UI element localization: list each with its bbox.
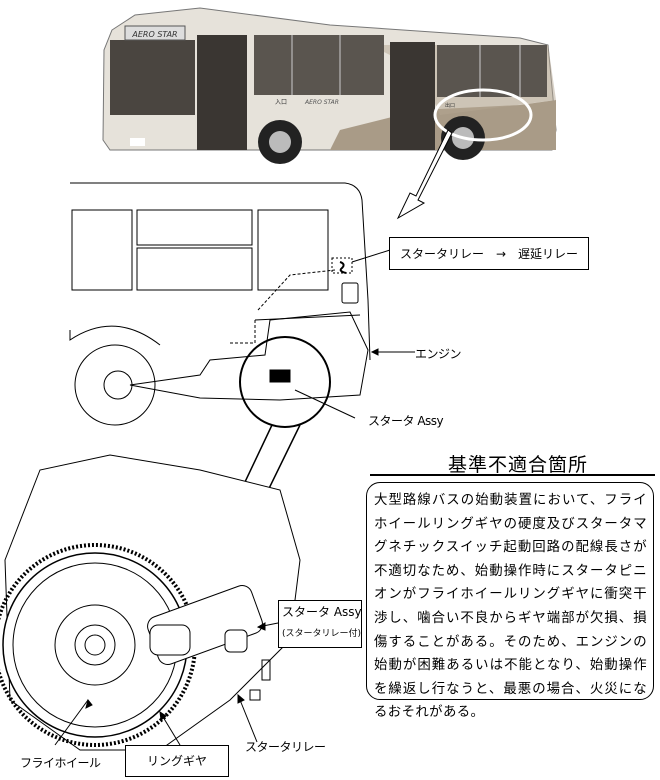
engine-flywheel-drawing [0, 454, 301, 751]
relay-change-label: スタータリレー → 遅延リレー [389, 237, 590, 270]
destination-sign: AERO STAR [131, 30, 177, 39]
pointer-arrow [396, 129, 453, 220]
flywheel-label: フライホイール [20, 756, 101, 770]
side-logo: AERO STAR [304, 99, 339, 106]
starter-relay-label: スタータリレー [245, 740, 326, 754]
ring-gear-label: リングギヤ [125, 745, 229, 777]
notice-box: 大型路線バスの始動装置において、フライホイールリングギヤの硬度及びスタータマグネ… [366, 482, 654, 720]
entrance-sign: 入口 [275, 99, 287, 106]
starter-assy-note: (スタータリレー付) [282, 629, 362, 639]
notice-title: 基準不適合箇所 [448, 454, 589, 476]
starter-assy-label-box: スタータ Assy (スタータリレー付) [278, 600, 362, 648]
exit-sign: 出口 [445, 102, 455, 109]
starter-assy-label: スタータ Assy [282, 605, 362, 619]
notice-body: 大型路線バスの始動装置において、フライホイールリングギヤの硬度及びスタータマグネ… [374, 493, 647, 721]
title-underline [370, 474, 655, 476]
highlight-ellipse [433, 88, 533, 142]
engine-label: エンジン [415, 347, 462, 361]
starter-assy-top-label: スタータ Assy [368, 414, 444, 428]
bus-side-drawing [69, 182, 415, 641]
bus-photo-body: AERO STAR 入口 AERO STAR 出口 [102, 7, 557, 164]
